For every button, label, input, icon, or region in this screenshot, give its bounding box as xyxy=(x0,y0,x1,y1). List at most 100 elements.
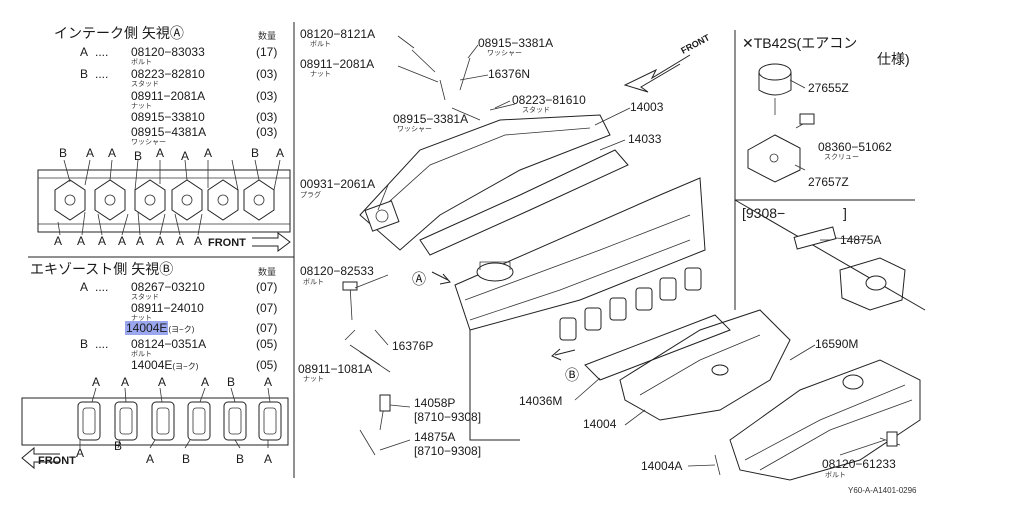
exhaust-row-0-note: スタッド xyxy=(131,294,159,301)
intake-top-label: B xyxy=(251,146,260,160)
exhaust-top-label: A xyxy=(264,375,273,389)
intake-top-label: B xyxy=(59,146,68,160)
exhaust-row-3-part: 08124−0351A xyxy=(131,337,207,351)
exhaust-row-0-dots: .... xyxy=(95,280,109,294)
callout-16376N: 16376N xyxy=(488,67,531,81)
exhaust-row-2-highlighted[interactable]: 14004E(ヨ−ク) xyxy=(125,321,195,336)
inset2-close: ] xyxy=(843,205,847,221)
exhaust-front-label: FRONT xyxy=(38,455,76,467)
inset1-drawing xyxy=(747,63,815,183)
callout-08120-8121A: 08120−8121A xyxy=(300,27,376,41)
inset1-part-08360-51062: 08360−51062 xyxy=(818,140,892,154)
exhaust-row-0-key: A xyxy=(80,280,89,294)
exhaust-row-3-note: ボルト xyxy=(131,351,152,358)
exhaust-row-2-suffix: (ヨ−ク) xyxy=(168,325,195,334)
intake-row-0-part: 08120−83033 xyxy=(131,45,205,59)
intake-row-2-note: ナット xyxy=(131,103,152,110)
marker-a: Ⓐ xyxy=(412,271,426,287)
engine-block-drawing xyxy=(342,49,921,481)
intake-bottom-label: A xyxy=(98,234,107,248)
exhaust-top-label: A xyxy=(158,375,167,389)
inset1-part-08360-51062-note: スクリュー xyxy=(824,154,859,161)
intake-top-label: A xyxy=(181,149,190,163)
exhaust-qty-header: 数量 xyxy=(258,267,277,277)
intake-top-label: B xyxy=(134,149,143,163)
drawing-code: Y60-A-A1401-0296 xyxy=(848,486,917,495)
intake-top-label: A xyxy=(156,146,165,160)
exhaust-row-1-note: ナット xyxy=(131,315,152,322)
intake-row-2-part: 08911−2081A xyxy=(131,89,206,103)
callout-08120-82533: 08120−82533 xyxy=(300,264,374,278)
callout-08120-61233: 08120−61233 xyxy=(822,457,896,471)
intake-bottom-label: A xyxy=(77,234,86,248)
intake-front-arrow xyxy=(252,232,291,252)
exhaust-bottom-label: B xyxy=(236,452,245,466)
inset1-title2: 仕様) xyxy=(877,51,910,67)
callout-14875A: 14875A xyxy=(414,430,456,444)
callout-14058P: 14058P xyxy=(414,396,456,410)
intake-row-4-qty: (03) xyxy=(256,125,278,139)
callout-08915-3381A-lower-note: ワッシャー xyxy=(397,126,432,133)
exhaust-top-label: B xyxy=(227,375,236,389)
exhaust-row-3-dots: .... xyxy=(95,337,109,351)
intake-row-3-qty: (03) xyxy=(256,110,278,124)
exhaust-bottom-label: B xyxy=(114,439,123,453)
inset-diagonal xyxy=(734,199,926,311)
intake-bottom-label: A xyxy=(156,234,165,248)
callout-08120-82533-note: ボルト xyxy=(303,279,324,286)
exhaust-bottom-label: A xyxy=(264,452,273,466)
callout-08915-3381A-note: ワッシャー xyxy=(487,50,522,57)
callout-14004: 14004 xyxy=(583,417,617,431)
exhaust-title: エキゾースト側 矢視Ⓑ xyxy=(30,261,174,277)
intake-row-1-note: スタッド xyxy=(131,81,159,88)
callout-08120-61233-note: ボルト xyxy=(825,472,846,479)
callout-14036M: 14036M xyxy=(519,394,563,408)
inset1-title: ✕TB42S(エアコン xyxy=(742,35,858,51)
callout-08915-3381A-lower: 08915−3381A xyxy=(393,112,469,126)
intake-row-1-part: 08223−82810 xyxy=(131,67,205,81)
intake-top-label: A xyxy=(86,146,95,160)
marker-b: Ⓑ xyxy=(565,367,579,383)
inset1-part-27655Z: 27655Z xyxy=(808,81,849,95)
exhaust-row-3-qty: (05) xyxy=(256,337,278,351)
intake-bottom-label: A xyxy=(176,234,185,248)
callout-00931-2061A: 00931−2061A xyxy=(300,177,376,191)
exhaust-top-label: A xyxy=(121,375,130,389)
callout-14003: 14003 xyxy=(630,100,664,114)
callout-08911-2081A: 08911−2081A xyxy=(300,57,375,71)
callout-00931-2061A-note: プラグ xyxy=(300,192,321,199)
intake-top-label: A xyxy=(204,146,213,160)
callout-14004A: 14004A xyxy=(641,459,683,473)
intake-title: インテーク側 矢視Ⓐ xyxy=(54,25,184,41)
inset2-drawing xyxy=(793,226,906,311)
exhaust-row-2-part[interactable]: 14004E xyxy=(125,321,169,335)
callout-08223-81610: 08223−81610 xyxy=(512,93,586,107)
leader-lines xyxy=(354,35,886,467)
exhaust-row-0-part: 08267−03210 xyxy=(131,280,205,294)
callout-08120-8121A-note: ボルト xyxy=(310,41,331,48)
exhaust-row-3-key: B xyxy=(80,337,89,351)
intake-bottom-label: A xyxy=(118,234,127,248)
exhaust-top-label: A xyxy=(201,375,210,389)
callout-08911-1081A: 08911−1081A xyxy=(298,362,373,376)
callout-14058P-range: [8710−9308] xyxy=(414,410,482,424)
intake-row-4-note: ワッシャー xyxy=(131,139,166,146)
exhaust-row-4-suffix: (ヨ−ク) xyxy=(172,362,199,371)
exhaust-row-4: 14004E(ヨ−ク) xyxy=(131,359,198,373)
intake-bottom-label: A xyxy=(194,234,203,248)
intake-row-2-qty: (03) xyxy=(256,89,278,103)
inset1-part-27657Z: 27657Z xyxy=(808,175,849,189)
exhaust-row-0-qty: (07) xyxy=(256,280,278,294)
intake-row-1-qty: (03) xyxy=(256,67,278,81)
exhaust-gasket-view xyxy=(21,387,289,449)
exhaust-row-1-part: 08911−24010 xyxy=(131,301,204,315)
intake-top-label: A xyxy=(276,146,285,160)
inset2-part-14875A: 14875A xyxy=(840,233,882,247)
intake-row-1-key: B xyxy=(80,67,89,81)
intake-row-0-qty: (17) xyxy=(256,45,278,59)
callout-16590M: 16590M xyxy=(815,337,859,351)
intake-gasket-view xyxy=(37,159,291,236)
callout-08915-3381A: 08915−3381A xyxy=(478,36,554,50)
exhaust-bottom-label: B xyxy=(182,452,191,466)
